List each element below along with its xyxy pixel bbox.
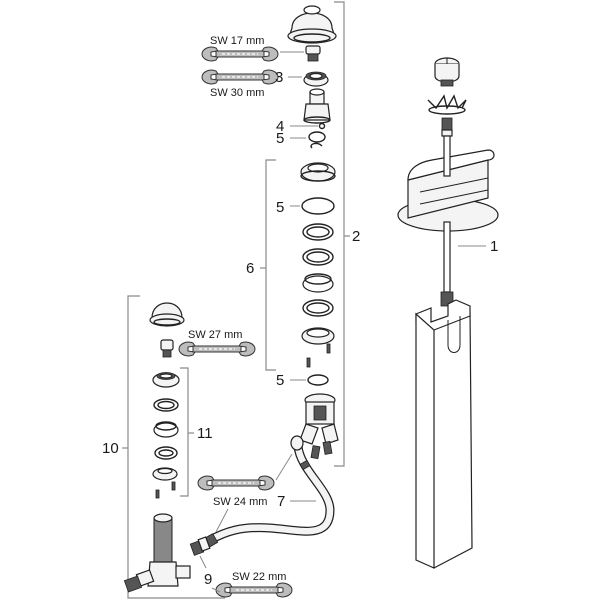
part-cap-nut [434,57,460,87]
part-4-ring [318,122,326,130]
wrench-icon-sw30 [201,69,279,85]
part-6-ring-4 [302,299,334,317]
callout-2: 2 [352,228,360,245]
part-valve-body [299,393,339,460]
part-5-oring-lower [307,374,329,386]
part-star-clip [427,94,467,115]
callout-4: 4 [276,118,284,135]
wrench-icon-sw17 [201,46,279,62]
part-top-cap [287,5,337,44]
screw-icon [306,357,311,368]
wrench-label-sw22: SW 22 mm [232,571,286,583]
callout-10: 10 [102,440,119,457]
part-diverter-tee [123,513,191,593]
part-11-seat [152,372,180,388]
callout-6: 6 [246,260,254,277]
part-11-ring-1 [153,398,179,412]
callout-3: 3 [275,69,283,86]
part-6-ring-1 [302,223,334,241]
part-9-nipple [189,536,211,556]
part-1-rod [440,221,454,307]
bracket-2 [334,1,350,467]
wrench-label-sw27: SW 27 mm [188,329,242,341]
part-plug [160,339,174,358]
part-6-ring-2 [302,248,334,266]
part-dome-cap [149,302,185,327]
part-rod-fitting [441,117,453,137]
wrench-label-sw17: SW 17 mm [210,35,264,47]
part-11-base [152,467,178,481]
callout-1: 1 [490,238,498,255]
part-sleeve [303,88,331,124]
part-11-ring-2 [153,421,179,438]
wrench-icon-sw24 [197,475,275,491]
bracket-6 [260,159,276,371]
part-mounting-box [415,299,473,569]
wrench-icon-sw27 [178,341,256,357]
callout-8: 7 [277,493,285,510]
part-8-hose [201,435,335,549]
wrench-label-sw24: SW 24 mm [213,496,267,508]
part-6-valve-seat [300,162,336,182]
part-7-oring [301,197,335,215]
callout-9: 9 [204,571,212,588]
part-11-ring-3 [154,446,178,460]
part-nut-small [305,45,321,62]
screw-icon [171,481,176,491]
wrench-icon-sw22 [215,582,293,598]
part-escutcheon [397,135,499,232]
callout-5a: 5 [276,130,284,147]
part-clip [310,142,323,149]
callout-7: 5 [276,199,284,216]
screw-icon [155,489,160,499]
wrench-label-sw30: SW 30 mm [210,87,264,99]
bracket-11 [180,367,194,497]
screw-icon [326,343,331,354]
part-6-ring-5 [301,327,335,345]
callout-5b: 5 [276,372,284,389]
part-5-oring [308,131,326,143]
part-6-ring-3 [302,273,334,293]
callout-11: 11 [197,425,213,442]
part-3-nut [303,71,329,87]
bracket-10 [122,295,225,599]
